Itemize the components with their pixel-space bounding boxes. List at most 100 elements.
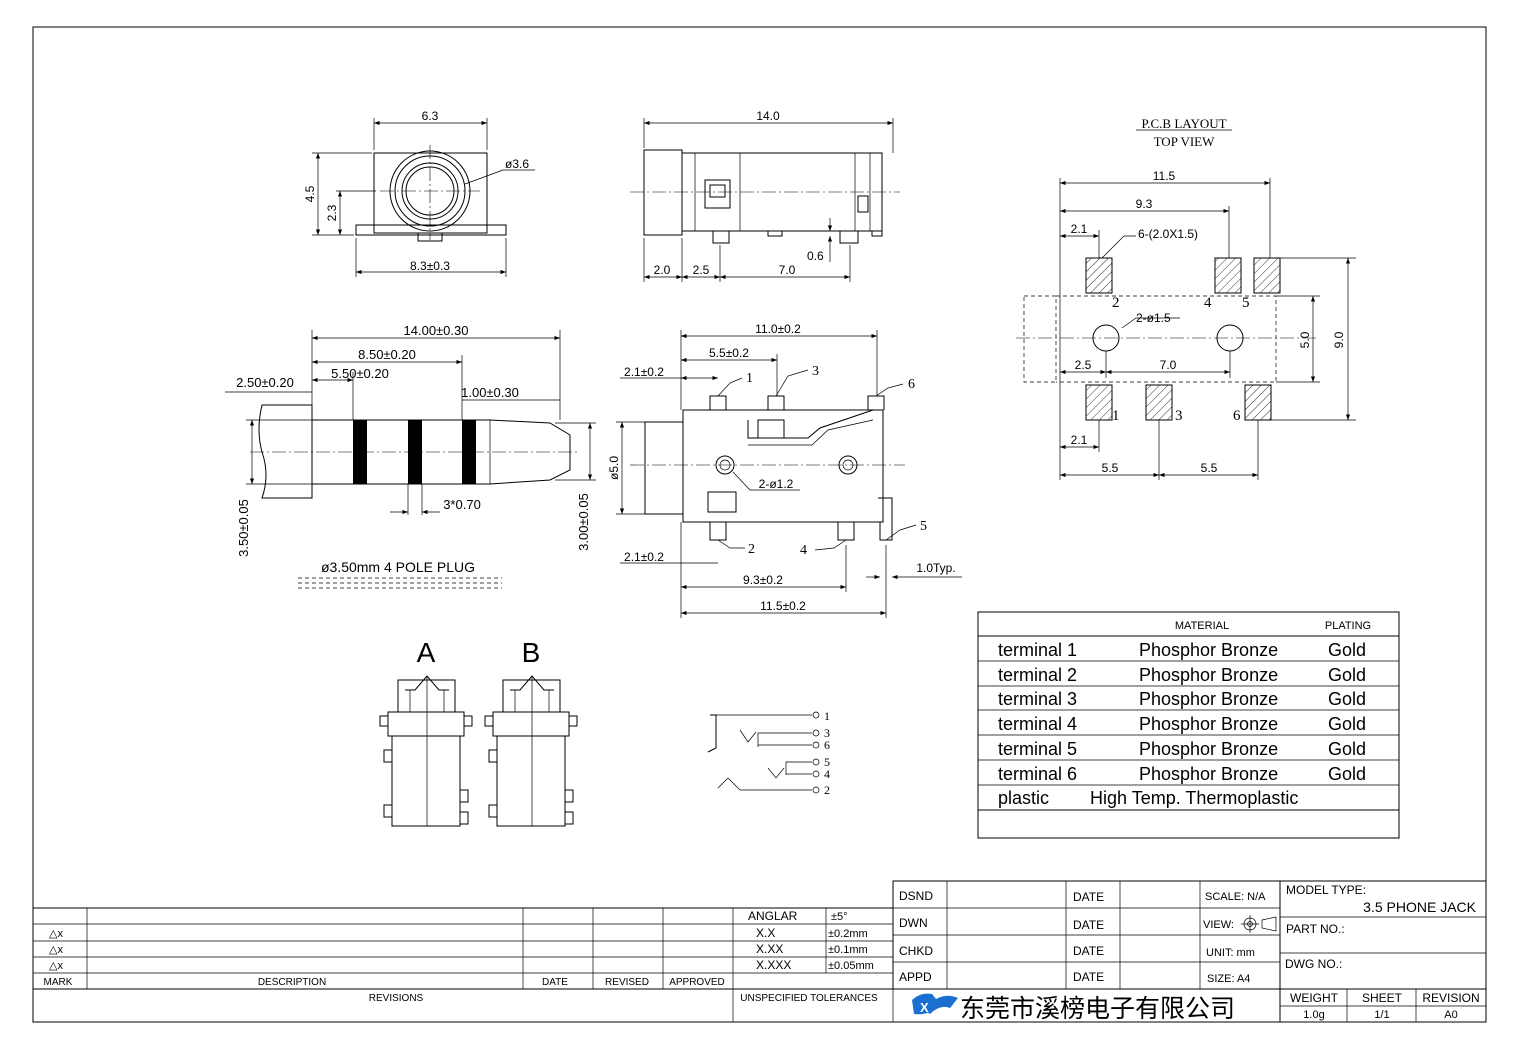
- schematic-pin-5: 5: [824, 755, 830, 769]
- top-21b-dim: 2.1±0.2: [624, 550, 664, 564]
- top-typ-dim: 1.0Typ.: [916, 561, 955, 575]
- top-110-dim: 11.0±0.2: [755, 322, 801, 336]
- revision-mark-1: △x: [49, 928, 63, 940]
- pcb-21b-dim: 2.1: [1071, 433, 1088, 447]
- pcb-55a-dim: 5.5: [1102, 461, 1119, 475]
- signoff-block: [892, 880, 1281, 1022]
- front-center-dim: 2.3: [325, 204, 339, 221]
- variant-b-label: B: [522, 637, 541, 668]
- side-d1-dim: 2.0: [654, 263, 671, 277]
- side-d4-dim: 0.6: [807, 249, 824, 263]
- plug-tip-dim: 3.00±0.05: [576, 493, 591, 551]
- signoff-date: DATE: [1073, 890, 1104, 904]
- table-row-plating: Gold: [1328, 764, 1366, 784]
- revision-mark-3: △x: [49, 960, 63, 972]
- top-93-dim: 9.3±0.2: [743, 573, 783, 587]
- revision-label: REVISION: [1422, 991, 1479, 1005]
- pcb-pin-3: 3: [1175, 408, 1183, 424]
- top-21a-dim: 2.1±0.2: [624, 365, 664, 379]
- sheet-border: [32, 26, 1487, 1023]
- table-row-plating: Gold: [1328, 739, 1366, 759]
- pcb-115-dim: 11.5: [1153, 169, 1176, 183]
- pcb-subtitle: TOP VIEW: [1154, 134, 1216, 149]
- company-logo: X: [912, 993, 958, 1015]
- materials-rows: terminal 1 Phosphor Bronze Gold terminal…: [998, 640, 1366, 808]
- table-row-part: terminal 6: [998, 764, 1077, 784]
- model-type-value: 3.5 PHONE JACK: [1363, 899, 1476, 915]
- pcb-layout: [1016, 129, 1356, 480]
- table-row-part: terminal 2: [998, 665, 1077, 685]
- plug-caption: ø3.50mm 4 POLE PLUG: [321, 559, 475, 575]
- front-width-dim: 6.3: [422, 109, 439, 123]
- pcb-90-dim: 9.0: [1332, 331, 1346, 348]
- revisions-col-approved: APPROVED: [669, 977, 725, 988]
- side-d3-dim: 7.0: [779, 263, 796, 277]
- pcb-93-dim: 9.3: [1136, 197, 1153, 211]
- top-55-dim: 5.5±0.2: [709, 346, 749, 360]
- schematic-pin-4: 4: [824, 767, 830, 781]
- signoff-date: DATE: [1073, 970, 1104, 984]
- plug-dia-dim: 3.50±0.05: [236, 499, 251, 557]
- tolerance-value: ±0.05mm: [828, 960, 874, 972]
- company-name: 东莞市溪榜电子有限公司: [960, 995, 1235, 1023]
- revisions-title: REVISIONS: [369, 993, 424, 1004]
- revisions-col-mark: MARK: [44, 977, 73, 988]
- pcb-pads-dim: 6-(2.0X1.5): [1138, 227, 1198, 241]
- pcb-pin-6: 6: [1233, 408, 1241, 424]
- variant-a-drawing: [379, 675, 473, 827]
- revisions-col-date: DATE: [542, 977, 568, 988]
- dwg-no-label: DWG NO.:: [1285, 957, 1342, 971]
- top-pin-6: 6: [908, 377, 915, 392]
- table-row-part: terminal 5: [998, 739, 1077, 759]
- schematic-diagram: [707, 711, 820, 794]
- sheet-label: SHEET: [1362, 991, 1403, 1005]
- side-length-dim: 14.0: [756, 109, 780, 123]
- variant-a-label: A: [417, 637, 436, 668]
- pcb-50-dim: 5.0: [1298, 331, 1312, 348]
- signoff-dwn: DWN: [899, 916, 928, 930]
- revisions-col-revised: REVISED: [605, 977, 649, 988]
- plug-100-dim: 1.00±0.30: [461, 385, 519, 400]
- front-view: [312, 118, 535, 277]
- pcb-title: P.C.B LAYOUT: [1141, 116, 1226, 131]
- projection-icon: [1241, 915, 1277, 933]
- pcb-pin-2: 2: [1112, 295, 1120, 311]
- table-row-material: Phosphor Bronze: [1139, 640, 1278, 660]
- plug-250-dim: 2.50±0.20: [236, 375, 294, 390]
- plastic-row-part: plastic: [998, 788, 1049, 808]
- table-row-material: Phosphor Bronze: [1139, 714, 1278, 734]
- table-row-material: Phosphor Bronze: [1139, 665, 1278, 685]
- table-row-plating: Gold: [1328, 714, 1366, 734]
- top-holes-dim: 2-ø1.2: [759, 477, 794, 491]
- table-row-plating: Gold: [1328, 665, 1366, 685]
- signoff-dsnd: DSND: [899, 889, 933, 903]
- tolerance-value: ±5°: [831, 911, 848, 923]
- materials-table: [977, 611, 1400, 839]
- tolerance-key: ANGLAR: [748, 909, 798, 923]
- revisions-block: [33, 907, 893, 1022]
- model-type-label: MODEL TYPE:: [1286, 883, 1366, 897]
- table-row-plating: Gold: [1328, 640, 1366, 660]
- pcb-21-dim: 2.1: [1071, 222, 1088, 236]
- schematic-pin-1: 1: [824, 709, 830, 723]
- tolerance-key: X.XX: [756, 942, 783, 956]
- pcb-25-dim: 2.5: [1075, 358, 1092, 372]
- signoff-scale: SCALE: N/A: [1205, 891, 1266, 903]
- part-no-label: PART NO.:: [1286, 922, 1345, 936]
- svg-text:X: X: [920, 1000, 929, 1015]
- side-view: [630, 118, 900, 282]
- pcb-70-dim: 7.0: [1160, 358, 1177, 372]
- side-d2-dim: 2.5: [693, 263, 710, 277]
- table-row-material: Phosphor Bronze: [1139, 764, 1278, 784]
- variant-b-drawing: [484, 675, 578, 827]
- tolerance-value: ±0.2mm: [828, 928, 868, 940]
- top-dia-dim: ø5.0: [607, 456, 621, 480]
- materials-header-plating: PLATING: [1325, 620, 1371, 632]
- top-pin-2: 2: [748, 542, 755, 557]
- top-pin-3: 3: [812, 364, 819, 379]
- schematic-pin-6: 6: [824, 738, 830, 752]
- table-row-part: terminal 3: [998, 689, 1077, 709]
- signoff-view: VIEW:: [1203, 919, 1234, 931]
- plug-850-dim: 8.50±0.20: [358, 347, 416, 362]
